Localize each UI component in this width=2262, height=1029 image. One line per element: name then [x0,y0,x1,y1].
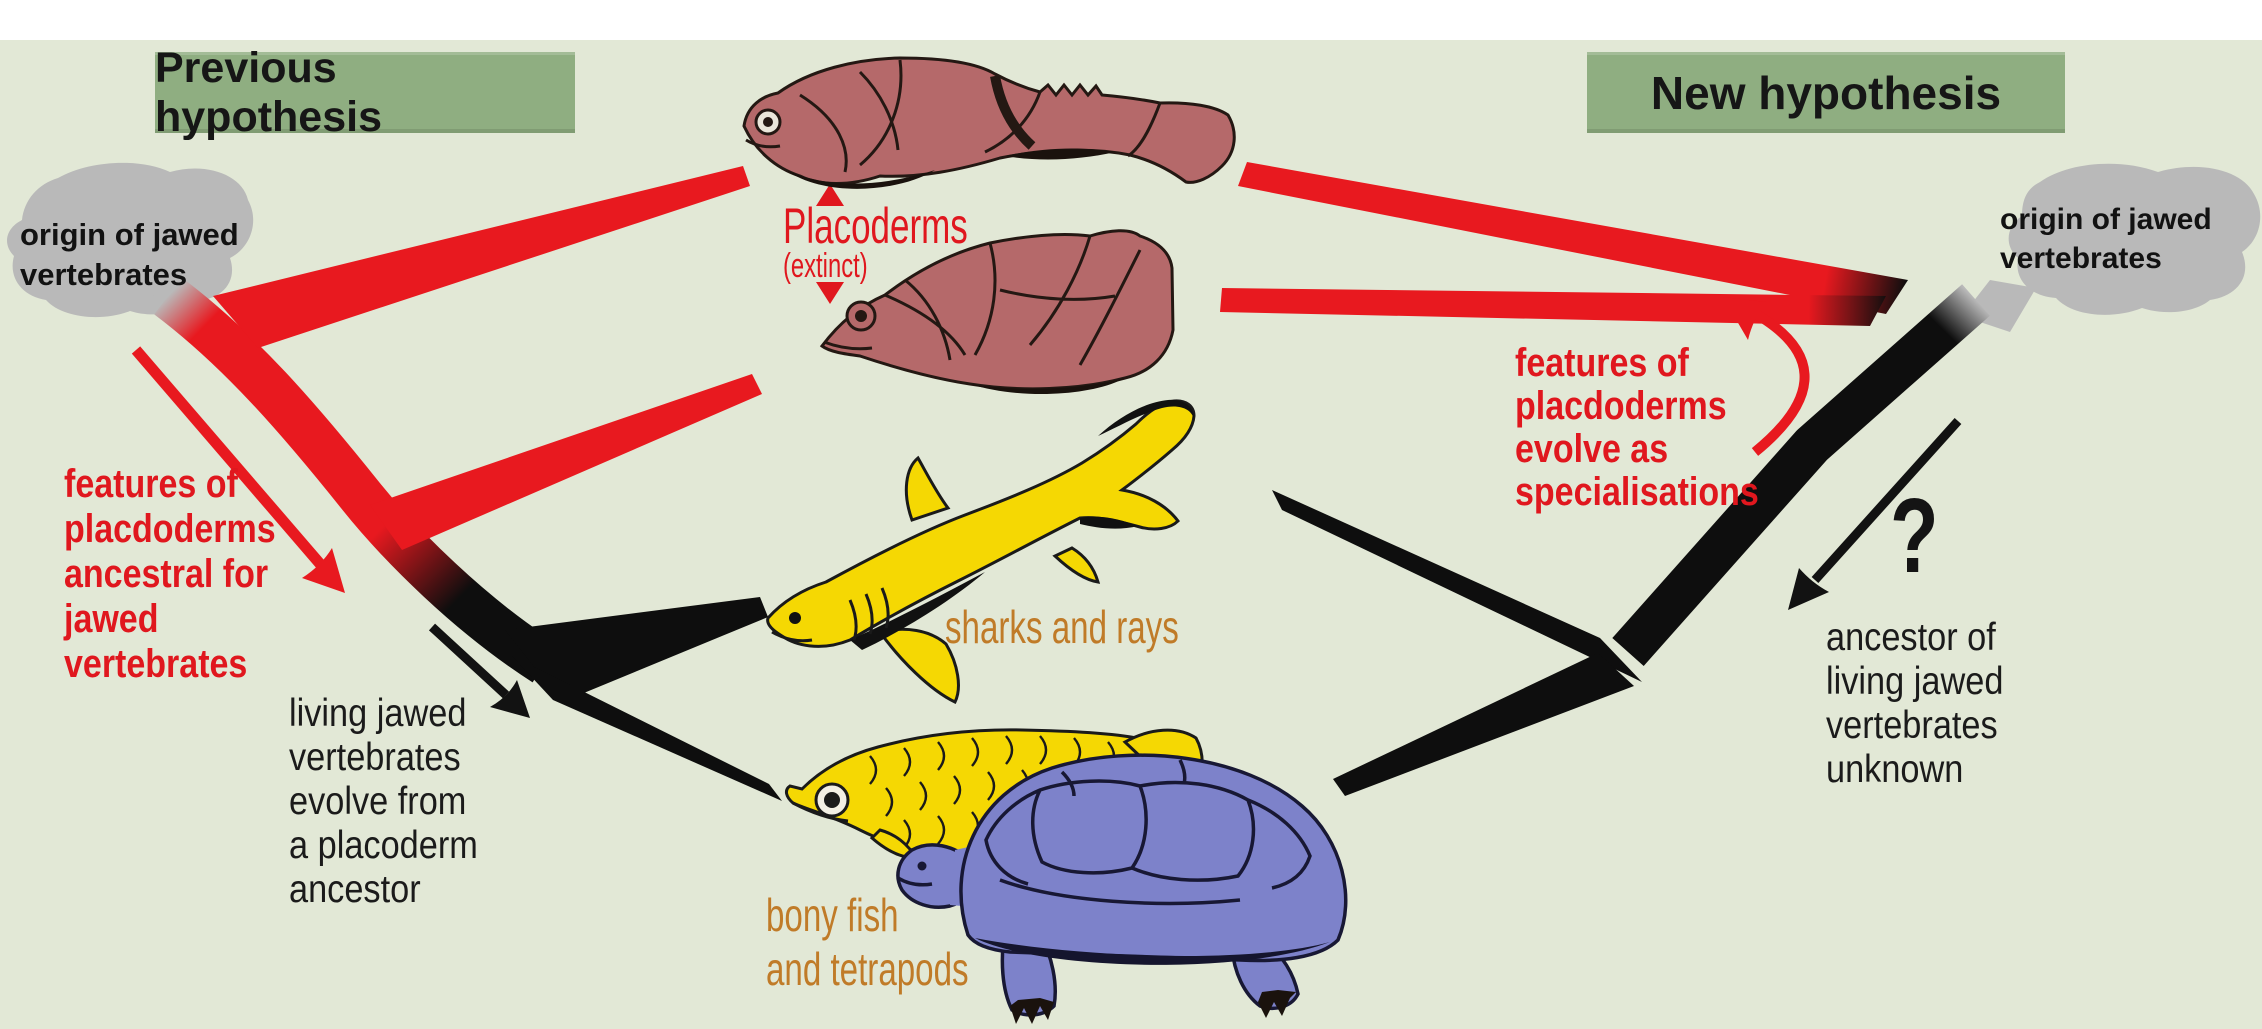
bony-fish-label-line1: bony fish [766,889,899,941]
question-mark: ? [1890,477,1939,595]
triangle-down-icon [816,282,844,304]
left-black-note-line: vertebrates [289,736,461,779]
right-red-note: features of placdoderms evolve as specia… [1515,342,1759,514]
previous-hypothesis-title: Previous hypothesis [155,43,382,141]
red-curved-arrow-right-icon [1723,297,1810,456]
left-branch-sharks [505,597,768,702]
previous-hypothesis-header: Previous hypothesis [155,44,575,141]
right-red-note-line: specialisations [1515,470,1759,514]
left-black-note-line: evolve from [289,780,467,823]
right-branch-placoderm2 [1220,288,1886,326]
right-black-note-line: unknown [1826,748,1964,791]
right-branch-sharks [1272,490,1642,682]
origin-label-right: origin of jawed vertebrates [2000,200,2212,278]
right-tree [1220,162,1990,796]
top-white-strip [0,0,2262,40]
left-branch-bony [512,656,782,801]
right-black-note-line: living jawed [1826,660,2004,703]
left-black-note-line: a placoderm [289,824,478,867]
origin-label-left-line1: origin of jawed [20,217,239,252]
left-tree [154,166,782,801]
placoderm1-illustration [742,56,1236,189]
left-branch-placoderm1 [213,166,750,348]
origin-label-right-line1: origin of jawed [2000,203,2212,236]
placoderms-extinct-label: (extinct) [783,247,868,285]
right-red-note-line: features of [1515,341,1689,385]
placoderm2-illustration [819,229,1175,395]
origin-label-right-line2: vertebrates [2000,242,2162,275]
triangle-up-icon [816,184,844,206]
sharks-and-rays-label: sharks and rays [945,601,1179,653]
right-branch-placoderm1 [1238,162,1908,314]
origin-label-left: origin of jawed vertebrates [20,215,239,295]
black-arrow-left-icon [428,623,530,718]
right-branch-bony [1333,653,1634,796]
right-black-note-line: ancestor of [1826,616,1996,659]
right-black-note: ancestor of living jawed vertebrates unk… [1826,616,2003,792]
new-hypothesis-header: New hypothesis [1587,52,2065,133]
right-red-note-line: evolve as [1515,427,1669,471]
right-trunk [1612,284,1990,666]
left-red-note-line: vertebrates [64,642,248,686]
left-red-note-line: features of [64,462,238,506]
left-red-note-line: ancestral for [64,552,269,596]
left-red-note-line: placdoderms [64,507,276,551]
red-arrow-left-icon [131,346,345,593]
left-red-note: features of placdoderms ancestral for ja… [64,462,276,687]
left-black-note: living jawed vertebrates evolve from a p… [289,692,478,912]
left-branch-placoderm2 [370,374,762,550]
placoderms-label: Placoderms [783,198,968,254]
origin-label-left-line2: vertebrates [20,257,188,292]
turtle-illustration [896,753,1348,1024]
bony-fish-label-line2: and tetrapods [766,943,969,995]
right-red-note-line: placdoderms [1515,384,1727,428]
left-black-note-line: ancestor [289,868,421,911]
bony-fish-label: bony fish and tetrapods [766,888,969,996]
new-hypothesis-title: New hypothesis [1650,66,2002,119]
black-arrow-right-icon [1788,417,1962,610]
shark-illustration [766,399,1196,704]
right-black-note-line: vertebrates [1826,704,1998,747]
left-black-note-line: living jawed [289,692,467,735]
left-trunk [154,277,558,683]
left-red-note-line: jawed [64,597,159,641]
